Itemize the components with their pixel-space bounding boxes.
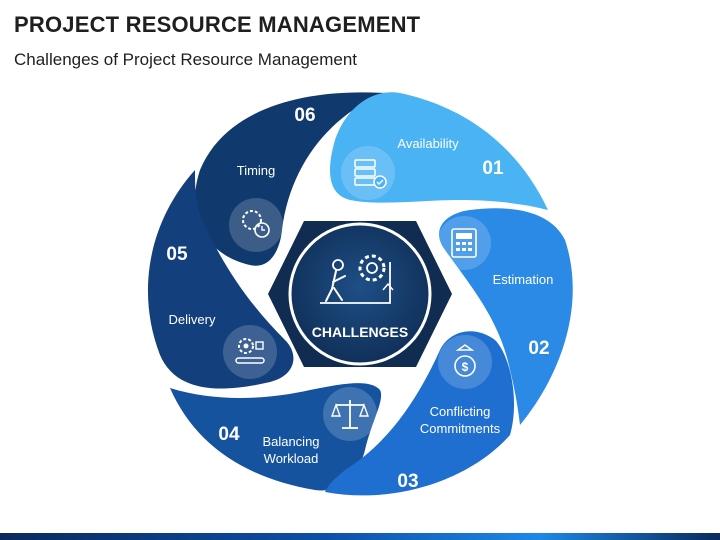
item-06-label: Timing (237, 163, 276, 178)
item-03-number: 03 (397, 471, 418, 492)
money-bag-icon: $ (438, 335, 492, 389)
bottom-accent-bar (0, 533, 720, 540)
item-03-label-line2: Commitments (420, 421, 501, 436)
item-02-label: Estimation (493, 272, 554, 287)
item-02-number: 02 (528, 338, 549, 359)
petal-04-balancing-workload (170, 383, 382, 491)
item-04-number: 04 (218, 424, 240, 445)
center-hub (268, 221, 452, 367)
item-05-number: 05 (166, 244, 188, 265)
petal-05-delivery (147, 170, 294, 389)
petal-02-estimation (439, 208, 573, 425)
calculator-icon (437, 216, 491, 270)
scales-icon (323, 387, 377, 441)
item-04-label-line1: Balancing (262, 434, 319, 449)
conveyor-gear-icon (223, 325, 277, 379)
page-title: PROJECT RESOURCE MANAGEMENT (14, 12, 421, 37)
svg-text:$: $ (462, 360, 469, 374)
item-05-label: Delivery (169, 312, 216, 327)
item-03-label-line1: Conflicting (430, 404, 491, 419)
item-01-label: Availability (397, 136, 459, 151)
gear-clock-icon (229, 198, 283, 252)
item-04-label-line2: Workload (264, 451, 319, 466)
center-label: CHALLENGES (312, 324, 408, 340)
item-01-number: 01 (482, 158, 504, 179)
page-subtitle: Challenges of Project Resource Managemen… (14, 50, 358, 69)
person-pushing-gear-icon (320, 254, 394, 304)
server-check-icon (341, 146, 395, 200)
petal-03-conflicting-commitments (325, 331, 515, 496)
item-06-number: 06 (294, 105, 315, 126)
